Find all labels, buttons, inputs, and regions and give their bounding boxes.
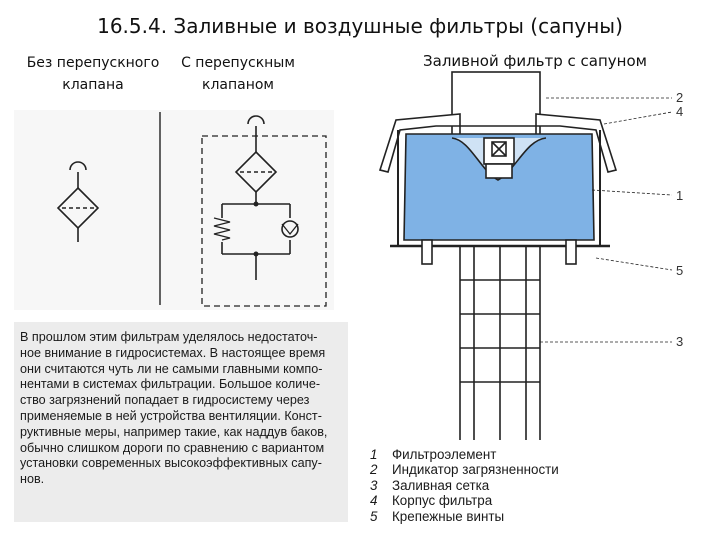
- legend-number: 4: [370, 493, 378, 509]
- parts-legend: 1 Фильтроэлемент 2 Индикатор загрязненности…: [370, 447, 559, 524]
- legend-number: 3: [370, 477, 378, 493]
- page-title: 16.5.4. Заливные и воздушные фильтры (са…: [97, 14, 623, 38]
- paragraph-line: обычно слишком дороги по сравнению с вар…: [20, 440, 325, 455]
- filter-cross-section: 2 4 1 5 3: [378, 71, 683, 440]
- callout-4: 4: [676, 104, 683, 119]
- symbols-diagram: [56, 112, 327, 307]
- legend-number: 1: [370, 447, 378, 462]
- legend-item: 5 Крепежные винты: [370, 509, 559, 524]
- paragraph-background: [14, 322, 348, 522]
- scan-background: [14, 110, 334, 310]
- legend-number: 5: [370, 508, 378, 524]
- paragraph-line: ное внимание в гидросистемах. В настояще…: [20, 345, 326, 360]
- legend-text: Индикатор загрязненности: [392, 462, 559, 478]
- callout-1: 1: [676, 188, 683, 203]
- symbol-dots: [253, 201, 259, 257]
- paragraph-line: нентами в системах фильтрации. Большое к…: [20, 377, 321, 392]
- paragraph-line: применяемые в ней устройства вентиляции.…: [20, 408, 322, 423]
- description-paragraph: В прошлом этим фильтрам уделялось недост…: [20, 330, 350, 488]
- legend-item: 2 Индикатор загрязненности: [370, 462, 559, 477]
- screw-left: [421, 239, 433, 265]
- filter-element-body: [403, 133, 595, 241]
- caption-without-bypass: Без перепускного клапана: [18, 52, 168, 96]
- screw-right: [565, 239, 577, 265]
- paragraph-line: В прошлом этим фильтрам уделялось недост…: [20, 330, 318, 344]
- caption-filler-filter: Заливной фильтр с сапуном: [423, 52, 647, 70]
- legend-text: Крепежные винты: [392, 508, 505, 524]
- strainer-basket: [459, 245, 541, 440]
- caption-without-bypass-line2: клапана: [62, 77, 124, 93]
- caption-with-bypass: С перепускным клапаном: [168, 52, 308, 96]
- caption-with-bypass-line2: клапаном: [202, 77, 274, 93]
- legend-item: 4 Корпус фильтра: [370, 493, 559, 508]
- callout-numbers: 2 4 1 5 3: [676, 90, 683, 349]
- callout-2: 2: [676, 90, 683, 105]
- symbol-filter-with-bypass: [201, 115, 327, 307]
- paragraph-line: руктивные меры, например такие, как надд…: [20, 424, 328, 439]
- symbol-filter-no-bypass: [56, 161, 100, 242]
- leader-lines: [540, 97, 673, 343]
- legend-item: 1 Фильтроэлемент: [370, 447, 559, 462]
- paragraph-line: установки современных высокоэффективных …: [20, 456, 322, 471]
- caption-without-bypass-line1: Без перепускного: [26, 55, 160, 71]
- legend-text: Корпус фильтра: [392, 493, 493, 509]
- paragraph-line: нов.: [20, 472, 45, 487]
- legend-number: 2: [370, 462, 378, 478]
- housing-dome: [378, 113, 618, 173]
- callout-5: 5: [676, 263, 683, 278]
- callout-3: 3: [676, 334, 683, 349]
- caption-with-bypass-line1: С перепускным: [181, 55, 295, 71]
- legend-text: Фильтроэлемент: [392, 447, 497, 462]
- paragraph-line: они считаются чуть ли не самыми главными…: [20, 361, 323, 376]
- legend-text: Заливная сетка: [392, 477, 490, 493]
- legend-item: 3 Заливная сетка: [370, 478, 559, 493]
- paragraph-line: ство загрязнений попадает в гидросистему…: [20, 393, 310, 408]
